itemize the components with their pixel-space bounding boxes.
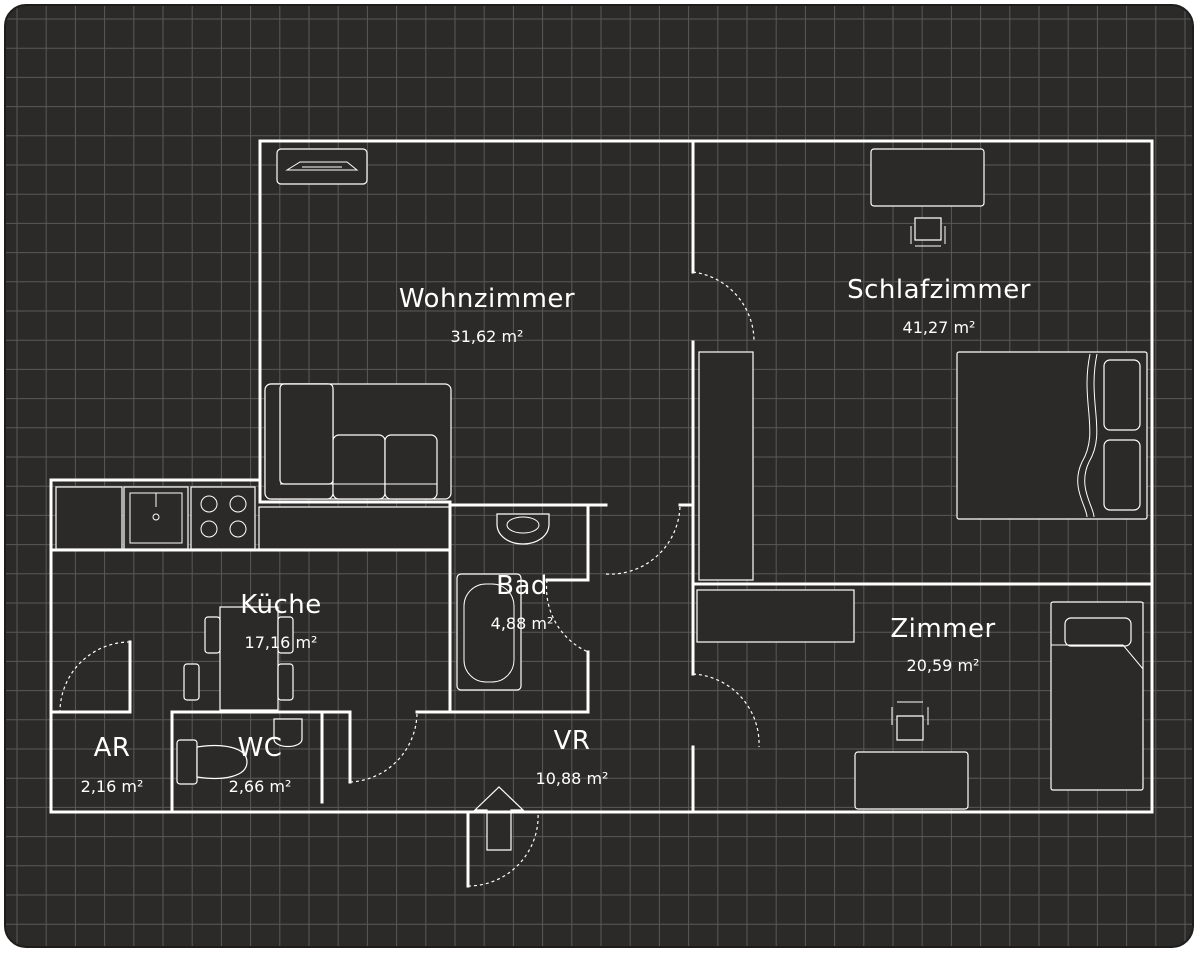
desk-icon	[870, 148, 985, 207]
room-wc: WC 2,66 m²	[229, 733, 292, 796]
room-name-schlafzimmer: Schlafzimmer	[847, 275, 1031, 305]
desk-icon	[854, 751, 969, 810]
room-vr: VR 10,88 m²	[536, 726, 609, 788]
sink-icon	[496, 513, 550, 545]
room-area-wc: 2,66 m²	[229, 777, 292, 796]
wardrobe-icon	[696, 589, 855, 643]
sofa-icon	[264, 383, 452, 500]
room-name-wohnzimmer: Wohnzimmer	[399, 284, 575, 314]
dining-table	[183, 606, 294, 711]
wardrobe-icon	[698, 351, 754, 581]
chair-icon	[891, 701, 929, 741]
room-name-vr: VR	[554, 726, 591, 756]
room-area-schlafzimmer: 41,27 m²	[903, 318, 976, 337]
stove-icon	[190, 486, 256, 550]
room-name-kueche: Küche	[240, 590, 322, 620]
bed-icon	[956, 351, 1148, 520]
furniture	[55, 148, 1148, 851]
room-name-bad: Bad	[496, 571, 548, 601]
floor-plan: Wohnzimmer 31,62 m² Schlafzimmer 41,27 m…	[4, 4, 1194, 948]
room-name-wc: WC	[238, 733, 283, 763]
toilet-icon	[176, 739, 248, 785]
room-zimmer: Zimmer 20,59 m²	[890, 614, 995, 675]
room-area-ar: 2,16 m²	[81, 777, 144, 796]
room-area-vr: 10,88 m²	[536, 769, 609, 788]
walls	[49, 139, 1154, 814]
sink-icon	[123, 486, 189, 550]
bed-icon	[1050, 601, 1144, 791]
room-wohnzimmer: Wohnzimmer 31,62 m²	[399, 284, 575, 346]
bathtub-icon	[456, 573, 522, 691]
room-area-bad: 4,88 m²	[491, 614, 554, 633]
room-schlafzimmer: Schlafzimmer 41,27 m²	[847, 275, 1031, 337]
room-area-kueche: 17,16 m²	[245, 633, 318, 652]
room-name-ar: AR	[94, 733, 131, 763]
sink-icon	[273, 718, 303, 748]
room-kueche: Küche 17,16 m²	[240, 590, 322, 652]
doors	[59, 271, 760, 888]
room-area-zimmer: 20,59 m²	[907, 656, 980, 675]
room-area-wohnzimmer: 31,62 m²	[451, 327, 524, 346]
tv-icon	[276, 148, 368, 185]
room-bad: Bad 4,88 m²	[491, 571, 554, 633]
room-ar: AR 2,16 m²	[81, 733, 144, 796]
chair-icon	[910, 217, 946, 247]
room-name-zimmer: Zimmer	[890, 614, 995, 644]
entrance-arrow-icon	[473, 786, 525, 851]
floor-plan-canvas: Wohnzimmer 31,62 m² Schlafzimmer 41,27 m…	[6, 6, 1192, 946]
